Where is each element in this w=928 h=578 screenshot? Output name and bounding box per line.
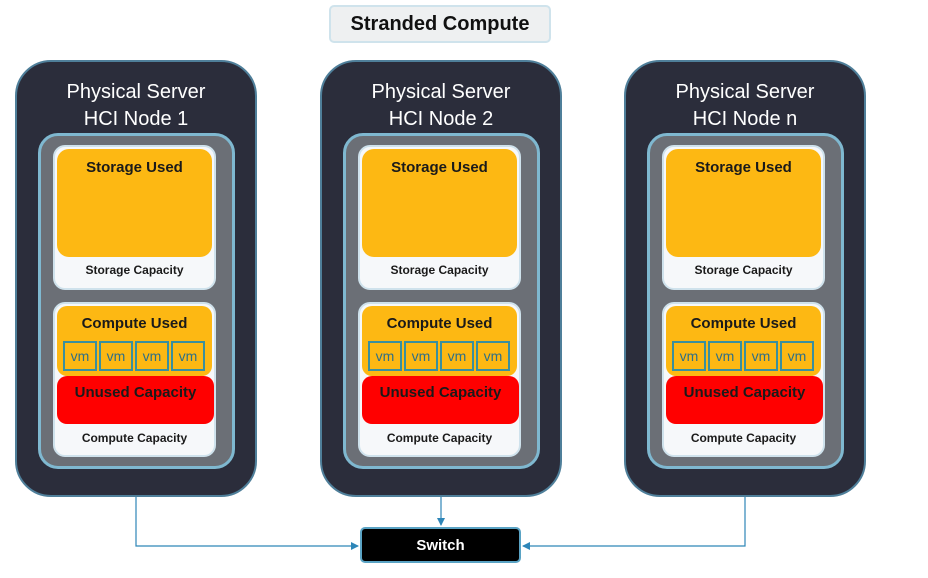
vm-box: vm [99,341,133,371]
storage-used-block: Storage Used [362,149,517,257]
vm-row: vm vm vm vm [63,341,209,371]
server-title-line1: Physical Server [371,81,511,103]
server-title-line2: HCI Node 2 [388,108,494,130]
vm-box: vm [708,341,742,371]
compute-capacity-panel: Compute Used vm vm vm vm Unused Capacity… [662,302,825,457]
connector-node-1-to-switch [135,497,359,550]
vm-box: vm [63,341,97,371]
diagram-title: Stranded Compute [329,5,551,43]
unused-capacity-block: Unused Capacity [666,376,823,424]
compute-used-block: Compute Used vm vm vm vm [57,306,212,376]
unused-capacity-block: Unused Capacity [362,376,519,424]
hci-node-container: Storage Used Storage Capacity Compute Us… [38,133,235,469]
compute-used-block: Compute Used vm vm vm vm [362,306,517,376]
compute-capacity-label: Compute Capacity [386,431,493,445]
storage-capacity-label: Storage Capacity [85,263,184,277]
vm-box: vm [780,341,814,371]
storage-capacity-label: Storage Capacity [694,263,793,277]
server-title: Physical Server HCI Node 2 [322,79,560,133]
vm-row: vm vm vm vm [368,341,514,371]
compute-used-label: Compute Used [690,315,797,332]
physical-server-node-n: Physical Server HCI Node n Storage Used … [624,60,866,497]
storage-capacity-panel: Storage Used Storage Capacity [53,145,216,290]
storage-capacity-panel: Storage Used Storage Capacity [662,145,825,290]
storage-used-block: Storage Used [666,149,821,257]
compute-used-label: Compute Used [386,315,493,332]
server-title-line1: Physical Server [66,81,206,103]
storage-capacity-panel: Storage Used Storage Capacity [358,145,521,290]
vm-box: vm [135,341,169,371]
vm-box: vm [672,341,706,371]
vm-box: vm [440,341,474,371]
storage-used-block: Storage Used [57,149,212,257]
physical-server-node-2: Physical Server HCI Node 2 Storage Used … [320,60,562,497]
compute-capacity-label: Compute Capacity [690,431,797,445]
server-title: Physical Server HCI Node 1 [17,79,255,133]
vm-box: vm [476,341,510,371]
vm-box: vm [744,341,778,371]
physical-server-node-1: Physical Server HCI Node 1 Storage Used … [15,60,257,497]
hci-node-container: Storage Used Storage Capacity Compute Us… [343,133,540,469]
vm-row: vm vm vm vm [672,341,818,371]
compute-capacity-panel: Compute Used vm vm vm vm Unused Capacity… [53,302,216,457]
server-title-line1: Physical Server [675,81,815,103]
storage-capacity-label: Storage Capacity [390,263,489,277]
server-title-line2: HCI Node 1 [83,108,189,130]
unused-capacity-block: Unused Capacity [57,376,214,424]
connector-node-n-to-switch [522,497,746,550]
compute-capacity-label: Compute Capacity [81,431,188,445]
vm-box: vm [171,341,205,371]
compute-used-label: Compute Used [81,315,188,332]
server-title: Physical Server HCI Node n [626,79,864,133]
network-switch: Switch [360,527,521,563]
compute-capacity-panel: Compute Used vm vm vm vm Unused Capacity… [358,302,521,457]
compute-used-block: Compute Used vm vm vm vm [666,306,821,376]
vm-box: vm [404,341,438,371]
hci-node-container: Storage Used Storage Capacity Compute Us… [647,133,844,469]
server-title-line2: HCI Node n [692,108,798,130]
vm-box: vm [368,341,402,371]
